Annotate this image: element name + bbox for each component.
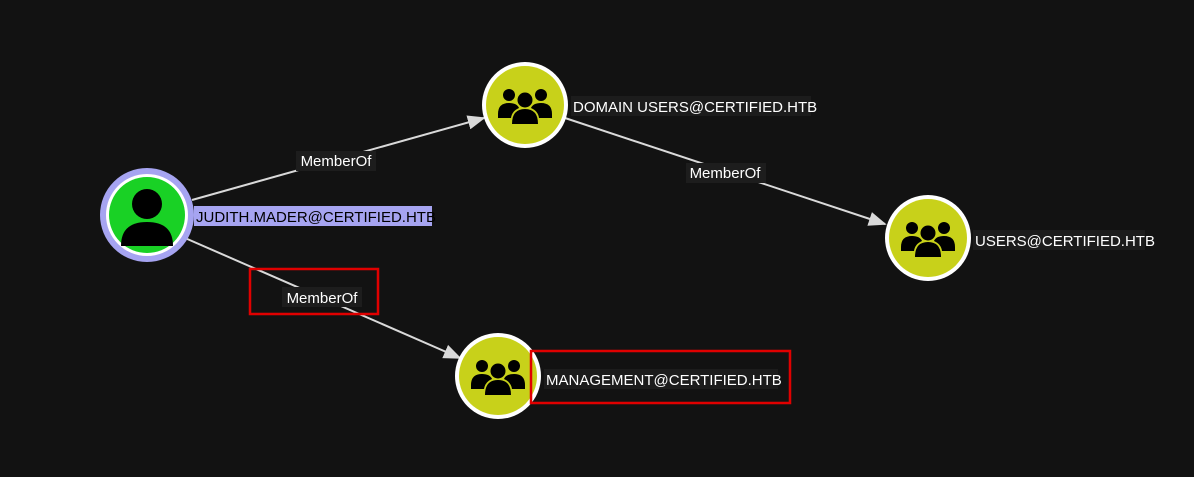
edge-domain-users-to-users[interactable]: MemberOf xyxy=(564,117,887,226)
node-management[interactable]: MANAGEMENT@CERTIFIED.HTB xyxy=(455,333,792,419)
node-users[interactable]: USERS@CERTIFIED.HTB xyxy=(885,195,1155,281)
edge-user-to-domain-users[interactable]: MemberOf xyxy=(191,115,486,201)
highlight-box-edge-label xyxy=(248,267,380,316)
edge-label-memberof-1: MemberOf xyxy=(301,153,373,170)
node-domain-users[interactable]: DOMAIN USERS@CERTIFIED.HTB xyxy=(482,62,817,148)
user-icon xyxy=(121,189,173,246)
node-label-users: USERS@CERTIFIED.HTB xyxy=(975,233,1155,250)
node-label-domain-users: DOMAIN USERS@CERTIFIED.HTB xyxy=(573,99,817,116)
node-judith-mader[interactable]: JUDITH.MADER@CERTIFIED.HTB xyxy=(100,168,436,262)
edge-user-to-management[interactable]: MemberOf xyxy=(184,237,462,359)
highlight-box-management xyxy=(529,349,792,405)
edge-label-memberof-3: MemberOf xyxy=(287,290,359,307)
node-label-judith-mader: JUDITH.MADER@CERTIFIED.HTB xyxy=(196,209,436,226)
node-label-management: MANAGEMENT@CERTIFIED.HTB xyxy=(546,372,782,389)
edge-label-memberof-2: MemberOf xyxy=(690,165,762,182)
